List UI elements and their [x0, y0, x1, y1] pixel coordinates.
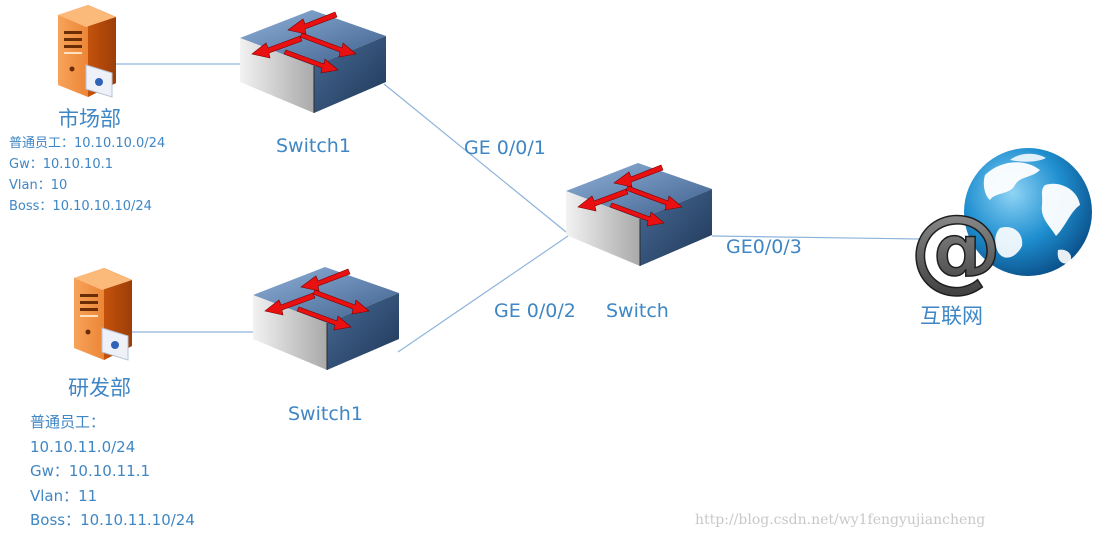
port-label-ge003: GE0/0/3 — [726, 236, 802, 258]
rnd-info-gateway: Gw：10.10.11.1 — [30, 462, 151, 480]
rnd-dept-title: 研发部 — [68, 376, 131, 400]
link-core-internet — [711, 235, 921, 240]
internet-globe-icon — [964, 148, 1092, 276]
rnd-dept-info: 普通员工： 10.10.11.0/24 Gw：10.10.11.1 Vlan：1… — [30, 410, 195, 533]
link-switch1b-core — [397, 235, 569, 353]
switch1-top-icon — [239, 9, 387, 114]
market-info-vlan: Vlan：10 — [9, 178, 68, 193]
rnd-info-boss: Boss：10.10.11.10/24 — [30, 511, 195, 529]
market-info-boss: Boss：10.10.10.10/24 — [9, 199, 152, 214]
market-dept-info: 普通员工：10.10.10.0/24 Gw：10.10.10.1 Vlan：10… — [9, 133, 165, 217]
port-label-ge002: GE 0/0/2 — [494, 300, 576, 322]
switch1-bottom-label: Switch1 — [288, 403, 363, 425]
internet-label: 互联网 — [920, 304, 983, 328]
switch1-bottom-icon — [252, 266, 400, 371]
rnd-info-staff: 普通员工： — [30, 413, 106, 431]
internet-at-symbol-icon: @ — [910, 195, 1002, 302]
watermark-url: http://blog.csdn.net/wy1fengyujiancheng — [695, 512, 986, 528]
market-info-staff: 普通员工：10.10.10.0/24 — [9, 136, 166, 151]
core-switch-icon — [565, 162, 713, 267]
rnd-info-subnet: 10.10.11.0/24 — [30, 437, 136, 456]
market-dept-title: 市场部 — [58, 107, 121, 131]
rnd-info-vlan: Vlan：11 — [30, 486, 98, 505]
rnd-server-icon — [73, 267, 133, 361]
port-label-ge001: GE 0/0/1 — [464, 137, 546, 159]
core-switch-label: Switch — [606, 300, 669, 322]
link-switch1-core — [383, 83, 567, 233]
switch1-top-label: Switch1 — [276, 135, 351, 157]
market-server-icon — [57, 4, 117, 98]
market-info-gateway: Gw：10.10.10.1 — [9, 157, 114, 172]
